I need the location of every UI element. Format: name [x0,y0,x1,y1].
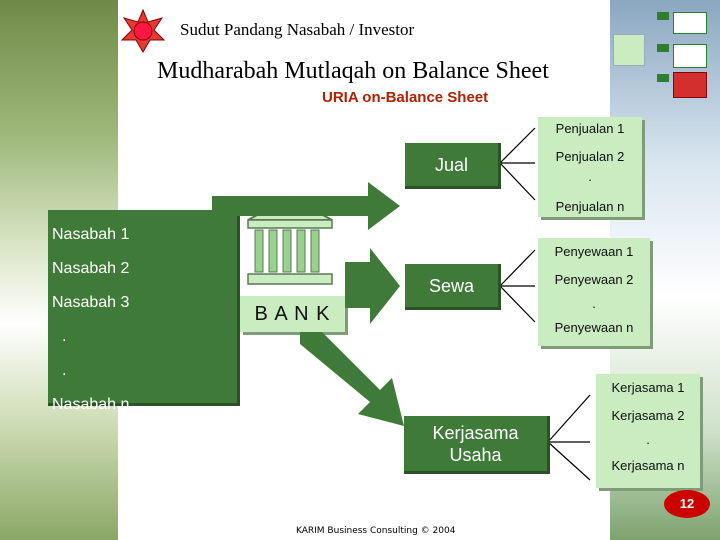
footer-credit: KARIM Business Consulting © 2004 [296,526,456,536]
penjualan-box: Penjualan 1 Penjualan 2 . Penjualan n [538,117,642,217]
page-number-badge: 12 [664,490,710,518]
kerjasama-item: Kerjasama 1 [611,380,685,395]
jual-box: Jual [405,143,501,189]
penyewaan-item: Penyewaan n [554,320,634,335]
investor-item: . [62,362,67,379]
bank-label: B A N K [240,296,345,332]
investor-item: Nasabah 2 [52,260,130,277]
sewa-box: Sewa [405,264,501,310]
kerjasama-item: Kerjasama n [611,458,685,473]
arrow-to-sewa-icon [345,248,400,324]
kerjasama-item: . [646,432,650,447]
section-heading: URIA on-Balance Sheet [322,89,489,106]
arrow-to-jual-icon [212,182,400,230]
investor-item: Nasabah 1 [52,226,130,243]
slide-title: Mudharabah Mutlaqah on Balance Sheet [157,58,549,84]
penjualan-item: Penjualan 2 [555,149,625,164]
decorative-tiles [605,8,710,98]
kerjasama-list-box: Kerjasama 1 Kerjasama 2 . Kerjasama n [596,374,700,488]
penjualan-item: Penjualan 1 [555,121,625,136]
investor-item: . [62,328,67,345]
kerjasama-box: Kerjasama Usaha [404,416,550,474]
penjualan-item: Penjualan n [555,199,625,214]
penjualan-item: . [588,169,592,184]
penyewaan-item: Penyewaan 2 [554,272,634,287]
penyewaan-item: Penyewaan 1 [554,244,634,259]
arrow-to-kerjasama-icon [300,332,404,426]
star-emblem-icon [120,8,166,53]
investor-box: Nasabah 1 Nasabah 2 Nasabah 3 . . Nasaba… [48,210,240,413]
slide-subtitle: Sudut Pandang Nasabah / Investor [180,20,415,39]
penyewaan-box: Penyewaan 1 Penyewaan 2 . Penyewaan n [538,238,650,346]
kerjasama-item: Kerjasama 2 [611,408,685,423]
investor-item: Nasabah 3 [52,294,130,311]
investor-item: Nasabah n [52,396,130,413]
penyewaan-item: . [592,296,596,311]
